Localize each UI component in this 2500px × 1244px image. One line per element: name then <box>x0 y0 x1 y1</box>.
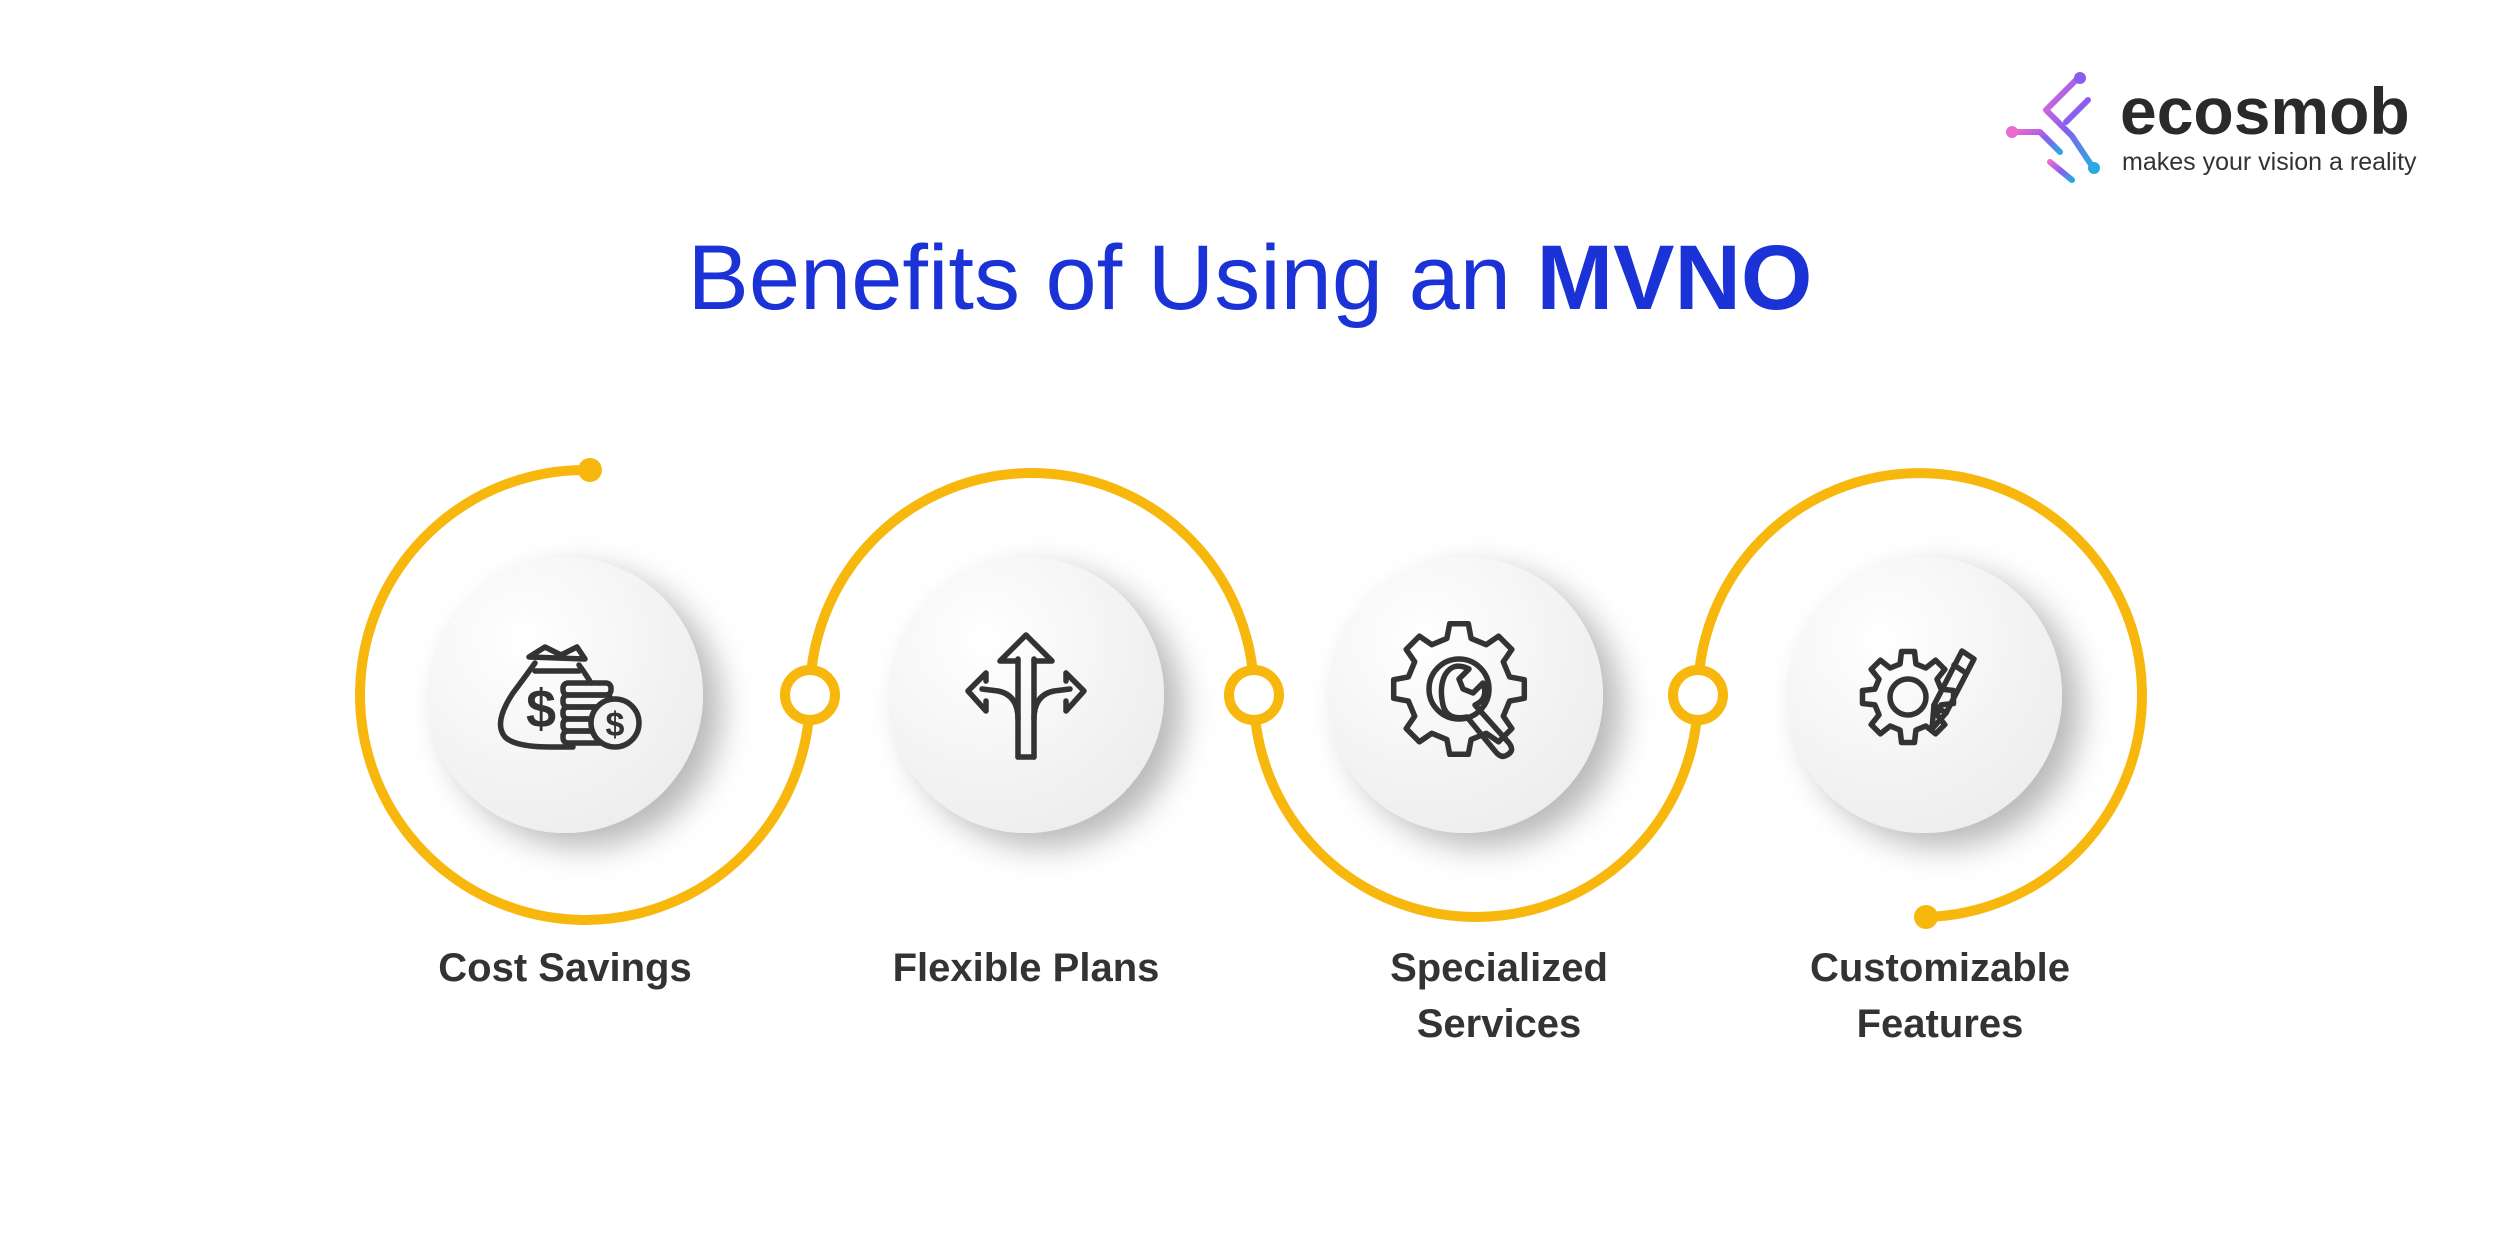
step-label-4-line-2: Features <box>1856 1002 2024 1046</box>
step-label-3: Specialized Services <box>1319 940 1679 1052</box>
track-end-dot <box>1914 905 1938 929</box>
track-start-dot <box>578 458 602 482</box>
step-label-1: Cost Savings <box>385 940 745 996</box>
track <box>355 464 2147 925</box>
step-disc-2 <box>888 557 1164 833</box>
title-emphasis: MVNO <box>1536 227 1813 329</box>
track-joint-3 <box>1668 665 1728 725</box>
step-label-4-line-1: Customizable <box>1809 946 2071 990</box>
logo-name: ecosmob <box>2120 74 2410 148</box>
track-joint-2 <box>1224 665 1284 725</box>
step-label-3-line-1: Specialized <box>1390 946 1608 990</box>
gear-pencil-icon <box>1859 648 1977 746</box>
step-label-3-line-2: Services <box>1416 1002 1582 1046</box>
step-label-1-line-1: Cost Savings <box>438 946 692 990</box>
step-label-2: Flexible Plans <box>846 940 1206 996</box>
step-disc-3 <box>1327 557 1603 833</box>
title-prefix: Benefits of Using an <box>687 227 1537 329</box>
track-arc-1 <box>355 464 815 925</box>
split-arrows-icon <box>965 632 1087 760</box>
step-label-4: Customizable Features <box>1760 940 2120 1052</box>
track-arc-3 <box>1249 690 1703 922</box>
track-joint-1 <box>780 665 840 725</box>
step-label-2-line-1: Flexible Plans <box>892 946 1160 990</box>
page-title: Benefits of Using an MVNO <box>0 227 2500 329</box>
svg-text:$: $ <box>526 679 556 739</box>
track-arc-2 <box>805 468 1259 700</box>
svg-text:$: $ <box>606 706 625 744</box>
logo-tagline: makes your vision a reality <box>2122 148 2417 176</box>
track-arc-4 <box>1693 468 2147 922</box>
ecosmob-logo-icon <box>2006 72 2100 183</box>
money-bag-icon: $ $ <box>497 644 642 750</box>
logo: ecosmob makes your vision a reality <box>2000 70 2440 190</box>
gear-wrench-icon <box>1390 620 1528 760</box>
